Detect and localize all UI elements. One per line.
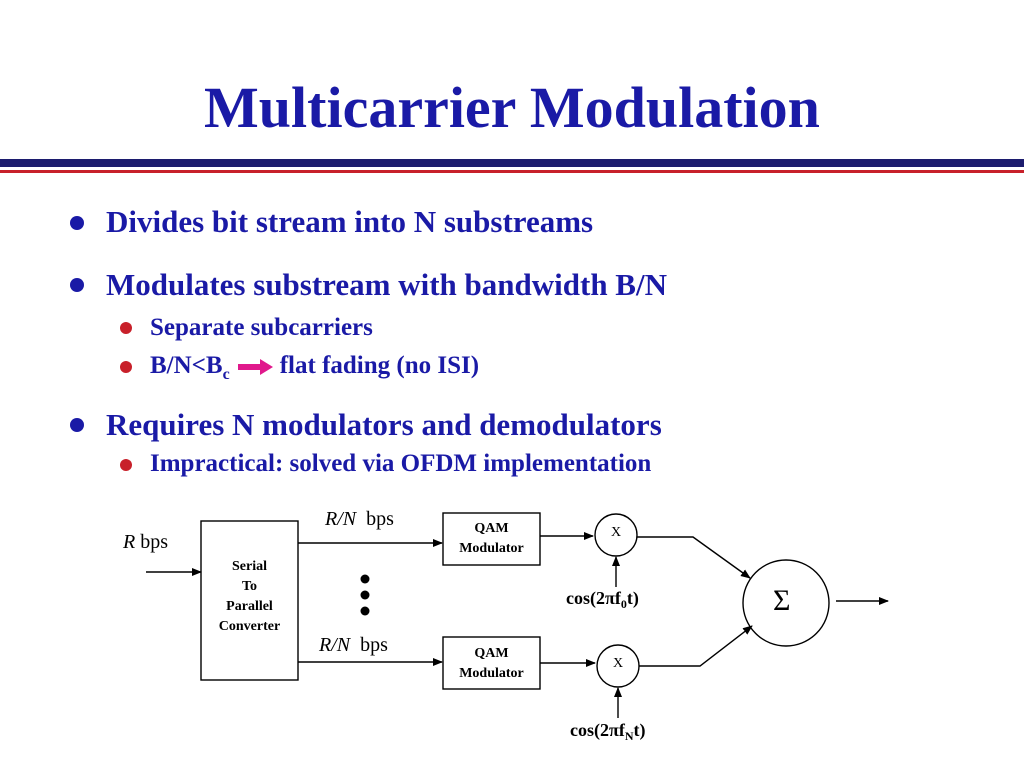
slide-title: Multicarrier Modulation <box>204 75 820 140</box>
modulator-line: Modulator <box>459 541 524 556</box>
modulator-line: Modulator <box>459 666 524 681</box>
branch-bottom-rate-var: R/N <box>319 634 351 656</box>
sub-bullet-dot <box>120 361 132 373</box>
bullet-2-text: Modulates substream with bandwidth B/N <box>106 267 667 302</box>
carrier-bottom-sub: N <box>624 729 634 743</box>
bullet-dot <box>70 418 84 432</box>
bullet-dot <box>70 278 84 292</box>
title-rule-navy <box>0 159 1024 167</box>
branch-top-rate-unit: bps <box>366 508 394 530</box>
right-arrow-icon <box>237 359 273 376</box>
converter-line: Parallel <box>226 599 273 614</box>
qam-modulator-bottom-label: QAM Modulator <box>443 644 540 684</box>
carrier-bottom-post: t) <box>633 720 646 740</box>
branch-top-rate-var: R/N <box>325 508 357 530</box>
branch-top-rate-label: R/N bps <box>325 508 394 531</box>
sub-bullet-2-2-post: flat fading (no ISI) <box>279 352 480 379</box>
carrier-top-pi: π <box>605 588 615 608</box>
carrier-top-f: f <box>614 588 621 608</box>
carrier-top-label: cos(2πf0t) <box>566 588 639 611</box>
carrier-bottom-pi: π <box>609 720 619 740</box>
sub-bullet-2-2-pre: B/N<B <box>150 352 223 379</box>
qam-modulator-top-box <box>442 512 541 566</box>
bullet-dot <box>70 216 84 230</box>
carrier-top-post: t) <box>626 588 639 608</box>
bullet-list: Divides bit stream into N substreams Mod… <box>70 204 667 477</box>
carrier-top-pre: cos(2 <box>566 588 605 608</box>
converter-line: Converter <box>218 619 281 634</box>
branch-bottom-rate-label: R/N bps <box>319 634 388 657</box>
mixer-bottom-to-sum-arrow <box>639 625 753 667</box>
summer-circle <box>742 559 830 647</box>
mixer-bottom-symbol: X <box>613 656 624 671</box>
mixer-top-symbol: X <box>611 525 622 540</box>
bullet-1-text: Divides bit stream into N substreams <box>106 204 594 239</box>
sub-bullet-3-1-text: Impractical: solved via OFDM implementat… <box>150 450 652 477</box>
sub-bullet-2-1-text: Separate subcarriers <box>150 314 373 341</box>
carrier-bottom-f: f <box>618 720 625 740</box>
serial-to-parallel-box <box>200 520 299 681</box>
carrier-bottom-label: cos(2πfNt) <box>570 720 646 743</box>
modulator-line: QAM <box>474 646 509 661</box>
vertical-ellipsis-icon <box>360 574 370 616</box>
branch-bottom-rate-unit: bps <box>360 634 388 656</box>
sub-bullet-dot <box>120 459 132 471</box>
sub-bullet-2-2-subscript: c <box>222 366 230 383</box>
converter-line: To <box>241 579 258 594</box>
input-rate-unit: bps <box>140 531 169 553</box>
mixer-top-to-sum-arrow <box>637 536 751 579</box>
bullet-3-text: Requires N modulators and demodulators <box>106 407 662 442</box>
sub-bullet-2-2: B/N<Bc flat fading (no ISI) <box>150 351 479 384</box>
carrier-bottom-pre: cos(2 <box>570 720 609 740</box>
converter-label: Serial To Parallel Converter <box>201 557 298 637</box>
qam-modulator-top-label: QAM Modulator <box>443 519 540 559</box>
modulator-line: QAM <box>474 521 509 536</box>
input-rate-label: R bps <box>123 531 168 554</box>
input-rate-var: R <box>123 531 136 553</box>
converter-line: Serial <box>232 559 267 574</box>
title-rule-red <box>0 170 1024 173</box>
sub-bullet-dot <box>120 322 132 334</box>
sum-symbol: Σ <box>773 584 791 617</box>
carrier-top-sub: 0 <box>620 597 627 611</box>
